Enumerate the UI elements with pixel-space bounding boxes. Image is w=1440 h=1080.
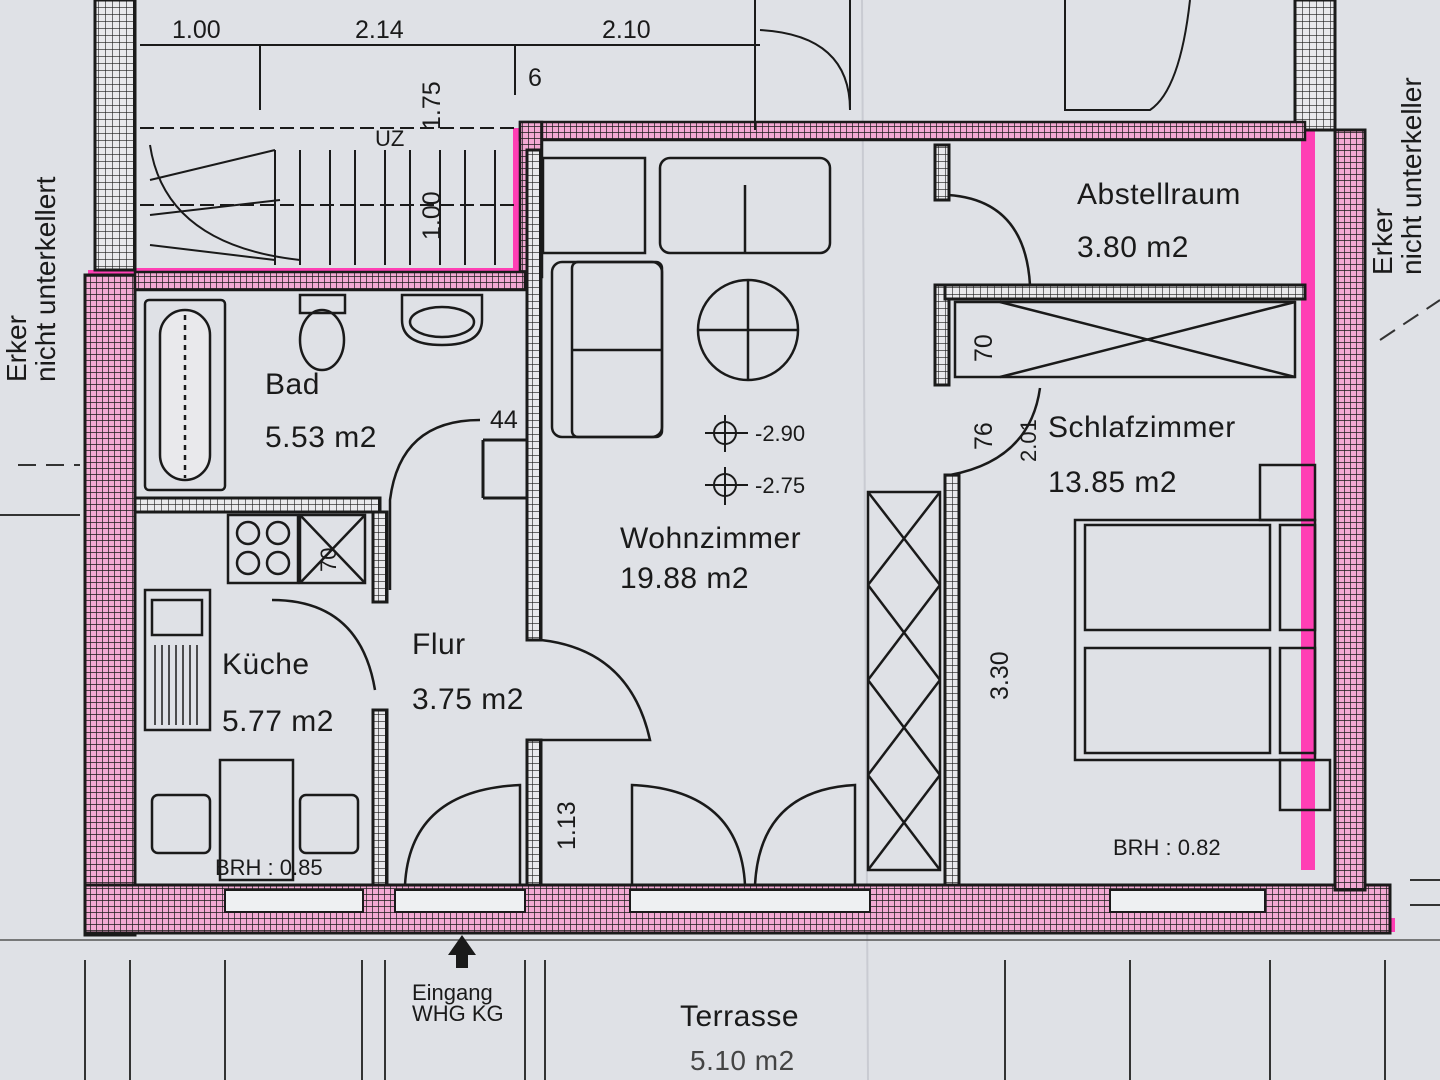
entrance-arrow-icon: [448, 935, 476, 968]
entrance-label-2: WHG KG: [412, 1001, 504, 1026]
room-area-bad: 5.53 m2: [265, 421, 377, 454]
room-area-terrasse: 5.10 m2: [690, 1045, 795, 1076]
bedroom-furniture: [866, 300, 1332, 872]
room-area-flur: 3.75 m2: [412, 683, 524, 716]
entrance-label-1: Eingang: [412, 980, 493, 1005]
dimension-stair-small: 6: [528, 64, 542, 92]
level-label-1: -2.90: [755, 421, 806, 446]
room-name-abstellraum: Abstellraum: [1077, 178, 1241, 211]
room-name-kueche: Küche: [222, 648, 310, 681]
room-area-abstellraum: 3.80 m2: [1077, 231, 1189, 264]
dimension-flur-113: 1.13: [553, 801, 581, 850]
living-room-furniture: [541, 156, 832, 439]
staircase: [140, 0, 1191, 265]
room-name-terrasse: Terrasse: [680, 1000, 800, 1033]
stair-direction-label: UZ: [375, 126, 405, 151]
level-label-2: -2.75: [755, 473, 806, 498]
room-name-schlafzimmer: Schlafzimmer: [1048, 411, 1236, 444]
dimension-abst-70: 70: [970, 334, 998, 362]
dimension-schlaf-330: 3.30: [986, 651, 1014, 700]
dimension-kitchen-70: 70: [316, 547, 341, 572]
walls: [83, 0, 1392, 937]
dimension-stair-100: 1.00: [418, 191, 446, 240]
dimension-bath-44: 44: [490, 406, 518, 434]
side-note-left: Erker nicht unterkellert: [1, 176, 62, 382]
dimension-schlaf-201: 2.01: [1016, 419, 1041, 462]
dimension-top-2: 2.14: [355, 16, 404, 44]
bathroom-fixtures: [143, 293, 484, 492]
dimension-top-3: 2.10: [602, 16, 651, 44]
room-name-flur: Flur: [412, 628, 466, 661]
interior-walls: [133, 143, 1307, 887]
background-lines: [0, 299, 1440, 1080]
level-markers: [705, 415, 748, 505]
kitchen-fixtures: [143, 513, 367, 882]
door-swings: [271, 193, 1042, 886]
brh-schlafzimmer: BRH : 0.82: [1113, 835, 1221, 860]
room-name-bad: Bad: [265, 368, 320, 401]
room-area-schlafzimmer: 13.85 m2: [1048, 466, 1178, 499]
side-note-right: Erker nicht unterkeller: [1367, 77, 1428, 275]
dimension-top-1: 1.00: [172, 16, 221, 44]
room-name-wohnzimmer: Wohnzimmer: [620, 522, 802, 555]
room-area-wohnzimmer: 19.88 m2: [620, 562, 750, 595]
room-area-kueche: 5.77 m2: [222, 705, 334, 738]
dimension-stair-175: 1.75: [418, 81, 446, 130]
dimension-door-76: 76: [970, 422, 998, 450]
brh-kueche: BRH : 0.85: [215, 855, 323, 880]
